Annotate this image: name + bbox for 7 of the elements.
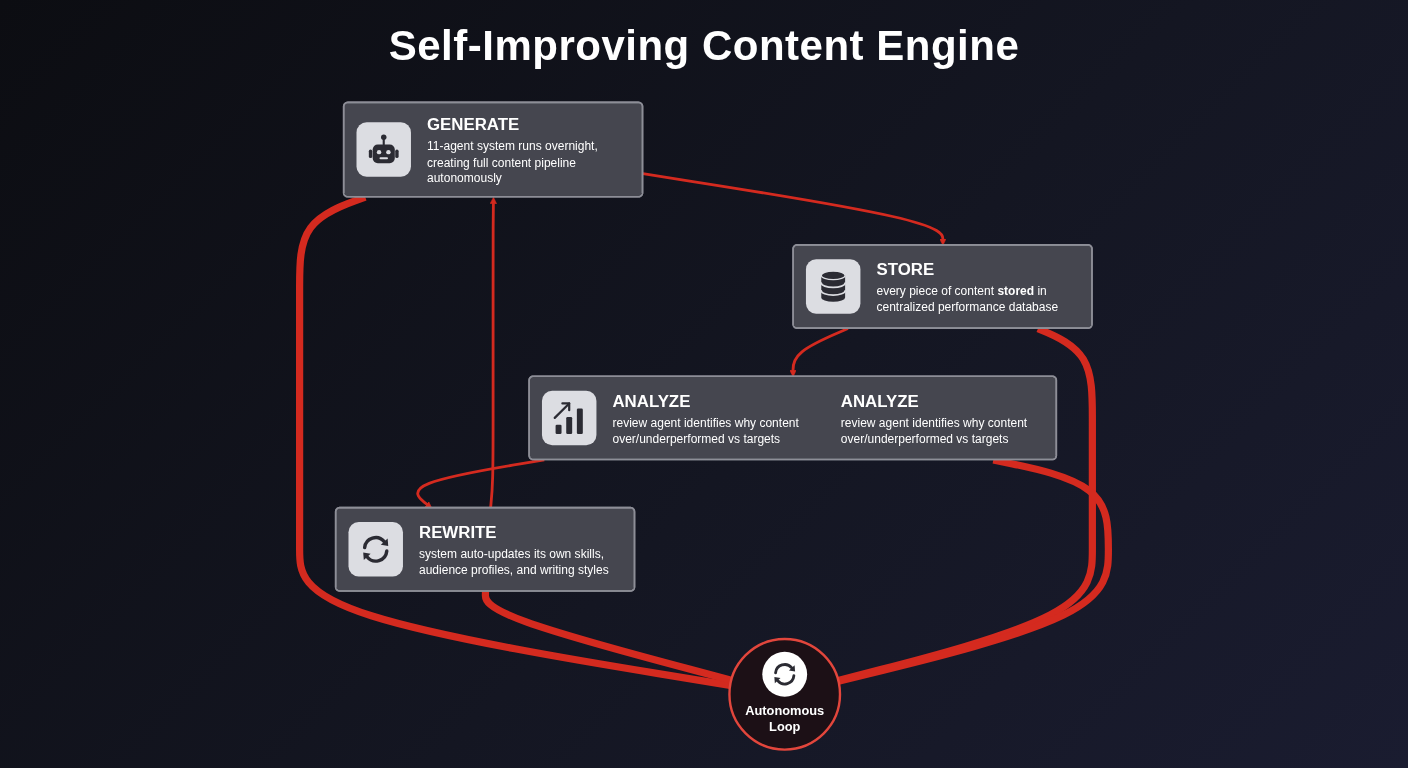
arrow bbox=[416, 458, 545, 509]
node-circle: Autonomous Loop bbox=[728, 637, 842, 751]
arrow bbox=[642, 172, 947, 246]
diagram-title: Self-Improving Content Engine bbox=[387, 21, 1021, 71]
arrow bbox=[489, 196, 497, 509]
connector bbox=[481, 591, 733, 684]
arrow bbox=[789, 327, 849, 377]
